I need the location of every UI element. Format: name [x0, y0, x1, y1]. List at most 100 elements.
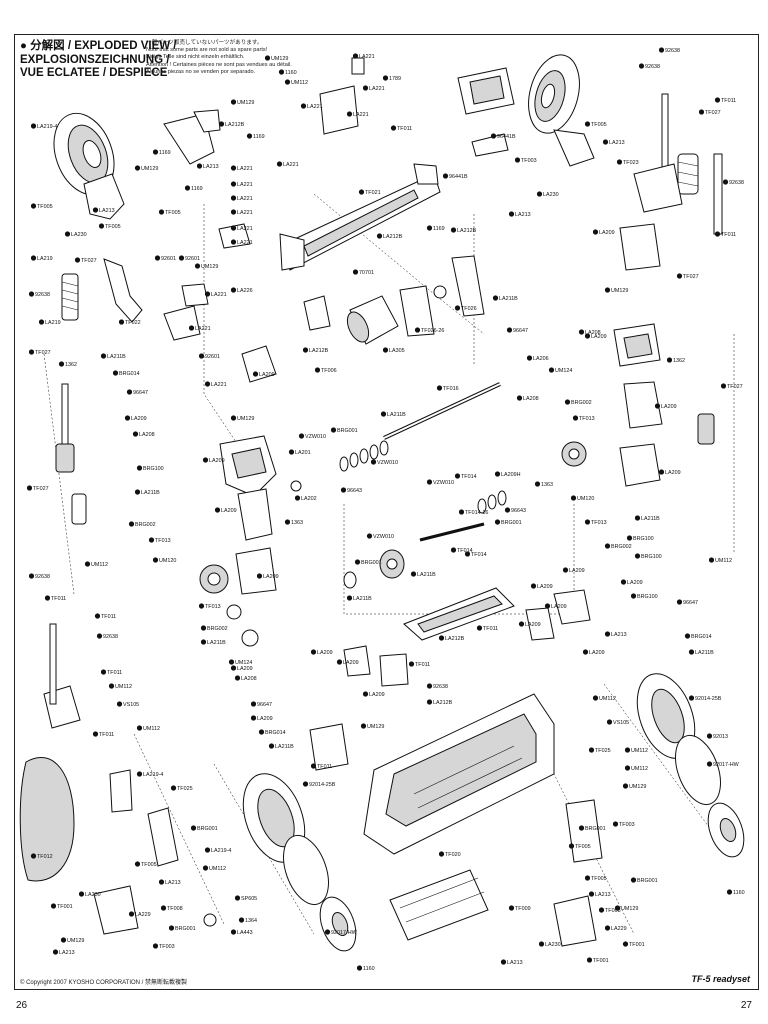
part-number-label: LA212B [225, 122, 245, 128]
part-number-label: VS105 [613, 720, 629, 726]
part-number-label: LA230 [545, 942, 561, 948]
callout-dot [592, 695, 599, 701]
part-number-label: 92601 [185, 256, 200, 262]
callout-dot [450, 547, 457, 553]
callout-dot [684, 633, 691, 639]
callout-dot [324, 929, 331, 935]
part-number-label: 92638 [645, 64, 660, 70]
rear-arms [309, 589, 591, 771]
title-line-2: EXPLOSIONSZEICHNUNG / [20, 53, 170, 66]
copyright-text: © Copyright 2007 KYOSHO CORPORATION / 禁無… [20, 980, 188, 986]
part-number-label: UM129 [237, 100, 254, 106]
part-number-label: BRG014 [691, 634, 712, 640]
callout-dot [454, 305, 461, 311]
front-left-wheel [53, 112, 115, 196]
model-name: TF-5 readyset [691, 974, 750, 984]
part-number-label: LA206 [533, 356, 549, 362]
part-number-label: LA213 [611, 632, 627, 638]
part-number-label: TF011 [721, 98, 736, 104]
callout-dot [666, 357, 673, 363]
callout-dot [30, 123, 37, 129]
callout-dot [622, 783, 629, 789]
callout-dot [382, 75, 389, 81]
callout-dot [450, 227, 457, 233]
callout-dot [508, 211, 515, 217]
part-number-label: LA230 [543, 192, 559, 198]
part-number-label: LA226 [237, 288, 253, 294]
callout-dot [602, 139, 609, 145]
servo-and-receiver [319, 57, 515, 157]
part-number-label: TF001 [593, 958, 609, 964]
part-number-label: LA209 [599, 230, 615, 236]
callout-dot [586, 957, 593, 963]
part-number-label: BRG100 [633, 536, 654, 542]
callout-dot [380, 411, 387, 417]
part-number-label: BRG002 [571, 400, 592, 406]
rear-right-wheel [636, 673, 745, 858]
part-number-label: BRG002 [611, 544, 632, 550]
part-number-label: LA211B [695, 650, 714, 656]
callout-dot [504, 507, 511, 513]
part-number-label: LA221 [237, 240, 253, 246]
title-line-3: VUE ECLATEE / DESPIECE [20, 67, 168, 79]
callout-dot [198, 603, 205, 609]
part-number-label: TF008 [605, 908, 621, 914]
callout-dot [64, 231, 71, 237]
callout-dot [116, 701, 123, 707]
part-number-label: LA221 [211, 382, 227, 388]
callout-dot [578, 825, 585, 831]
part-number-label: LA212B [457, 228, 477, 234]
callout-dot [214, 507, 221, 513]
callout-dot [158, 879, 165, 885]
callout-dot [352, 53, 359, 59]
part-number-label: 96647 [513, 328, 528, 334]
part-number-label: BRG001 [637, 878, 658, 884]
callout-dot [410, 571, 417, 577]
callout-dot [376, 233, 383, 239]
part-number-label: TF025 [177, 786, 193, 792]
part-number-label: 1169 [191, 186, 203, 192]
part-number-label: LA209 [209, 458, 225, 464]
callout-dot [92, 207, 99, 213]
part-number-label: LA213 [99, 208, 115, 214]
callout-dot [624, 765, 631, 771]
part-number-label: LA209 [525, 622, 541, 628]
callout-dot [234, 675, 241, 681]
part-number-label: TF016 [443, 386, 459, 392]
callout-dot [100, 353, 107, 359]
part-number-label: 92638 [35, 574, 50, 580]
part-number-label: LA212B [433, 700, 453, 706]
callout-dot [564, 399, 571, 405]
callout-dot [426, 699, 433, 705]
part-number-label: LA209 [551, 604, 567, 610]
part-number-label: TF014 [457, 548, 473, 554]
callout-dot [230, 929, 237, 935]
part-number-label: UM124 [235, 660, 252, 666]
callout-dot [598, 907, 605, 913]
part-number-label: TF005 [105, 224, 121, 230]
callout-dot [124, 415, 131, 421]
callout-dot [604, 631, 611, 637]
callout-dot [414, 327, 421, 333]
part-number-label: LA212B [445, 636, 465, 642]
callout-dot [26, 485, 33, 491]
part-number-label: LA209 [263, 574, 279, 580]
callout-dot [476, 625, 483, 631]
part-number-label: LA221 [283, 162, 299, 168]
callout-dot [218, 121, 225, 127]
callout-dot [230, 415, 237, 421]
part-number-label: UM129 [271, 56, 288, 62]
callout-dot [516, 395, 523, 401]
callout-dot [250, 701, 257, 707]
callout-dot [170, 785, 177, 791]
callout-dot [362, 85, 369, 91]
title-line-1: 分解図 / EXPLODED VIEW / [30, 40, 177, 52]
callout-dot [544, 603, 551, 609]
part-number-label: TF023 [623, 160, 639, 166]
callout-dot [238, 917, 245, 923]
part-number-label: TF009 [515, 906, 531, 912]
callout-dot [676, 599, 683, 605]
part-number-label: TF013 [205, 604, 221, 610]
callout-dot [178, 255, 185, 261]
callout-dot [658, 469, 665, 475]
